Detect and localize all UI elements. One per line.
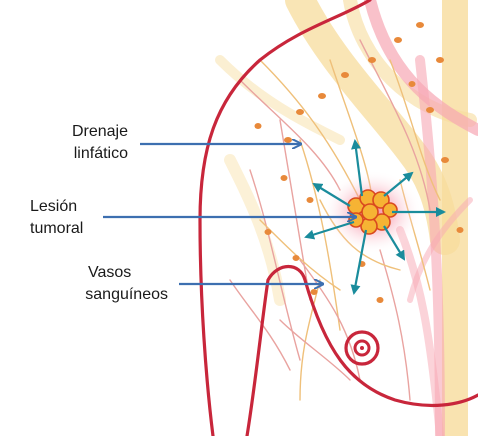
blood-vessels-label-line1: Vasos [70,262,168,284]
tumor-lesion-label-line1: Lesión [30,196,120,218]
tumor-lesion-label-line2: tumoral [30,218,120,240]
tumor-lesion-label: Lesión tumoral [30,196,120,240]
lymph-drainage-label: Drenaje linfático [20,121,128,165]
blood-vessels-label: Vasos sanguíneos [70,262,168,306]
blood-vessels-label-line2: sanguíneos [70,284,168,306]
lymph-drainage-label-line1: Drenaje [20,121,128,143]
lymph-drainage-label-line2: linfático [20,143,128,165]
